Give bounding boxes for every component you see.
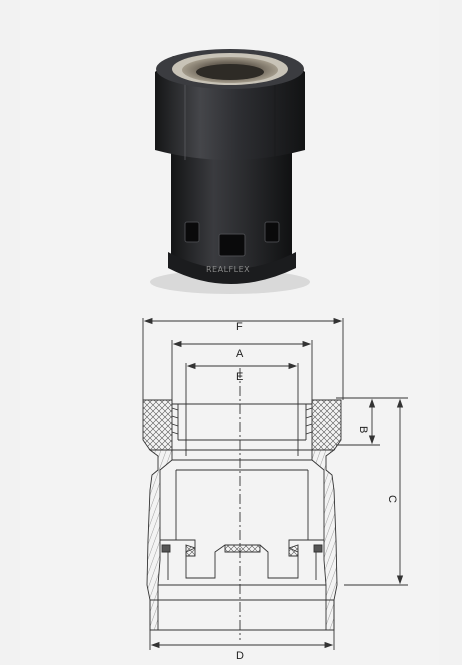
dim-label-a: A <box>236 348 244 360</box>
arrowheads-b <box>368 398 376 445</box>
inner-walls <box>175 470 309 540</box>
snap-window-center <box>218 233 246 257</box>
snap-window-right <box>264 221 280 243</box>
technical-drawing <box>142 317 408 650</box>
thread-walls <box>177 404 307 440</box>
section-nut-right <box>311 399 342 451</box>
collar-walls <box>149 599 335 631</box>
fitting-body <box>171 150 292 277</box>
bottom-collar <box>149 599 335 631</box>
clip-tabs <box>185 544 299 557</box>
fitting-bottom-collar <box>168 252 296 284</box>
center-clip <box>224 545 261 553</box>
arrowheads-d <box>150 641 334 649</box>
arrowheads-f <box>143 317 343 325</box>
dim-label-d: D <box>236 650 244 662</box>
brand-marking: REALFLEX <box>206 265 250 274</box>
dim-label-e: E <box>236 371 243 383</box>
section-nut-left <box>142 399 173 451</box>
product-photo: REALFLEX <box>150 49 310 294</box>
snap-window-left <box>184 221 200 243</box>
seal-marks <box>161 544 323 553</box>
dim-label-c: C <box>386 495 398 503</box>
thread-teeth <box>171 407 313 435</box>
arrowheads-e <box>186 362 298 370</box>
dim-label-b: B <box>357 426 369 433</box>
arrowheads-c <box>396 398 404 585</box>
clip-finger-edges <box>167 550 317 580</box>
dim-label-f: F <box>236 321 243 333</box>
arrowheads-a <box>172 340 312 348</box>
bore-opening <box>196 64 264 80</box>
